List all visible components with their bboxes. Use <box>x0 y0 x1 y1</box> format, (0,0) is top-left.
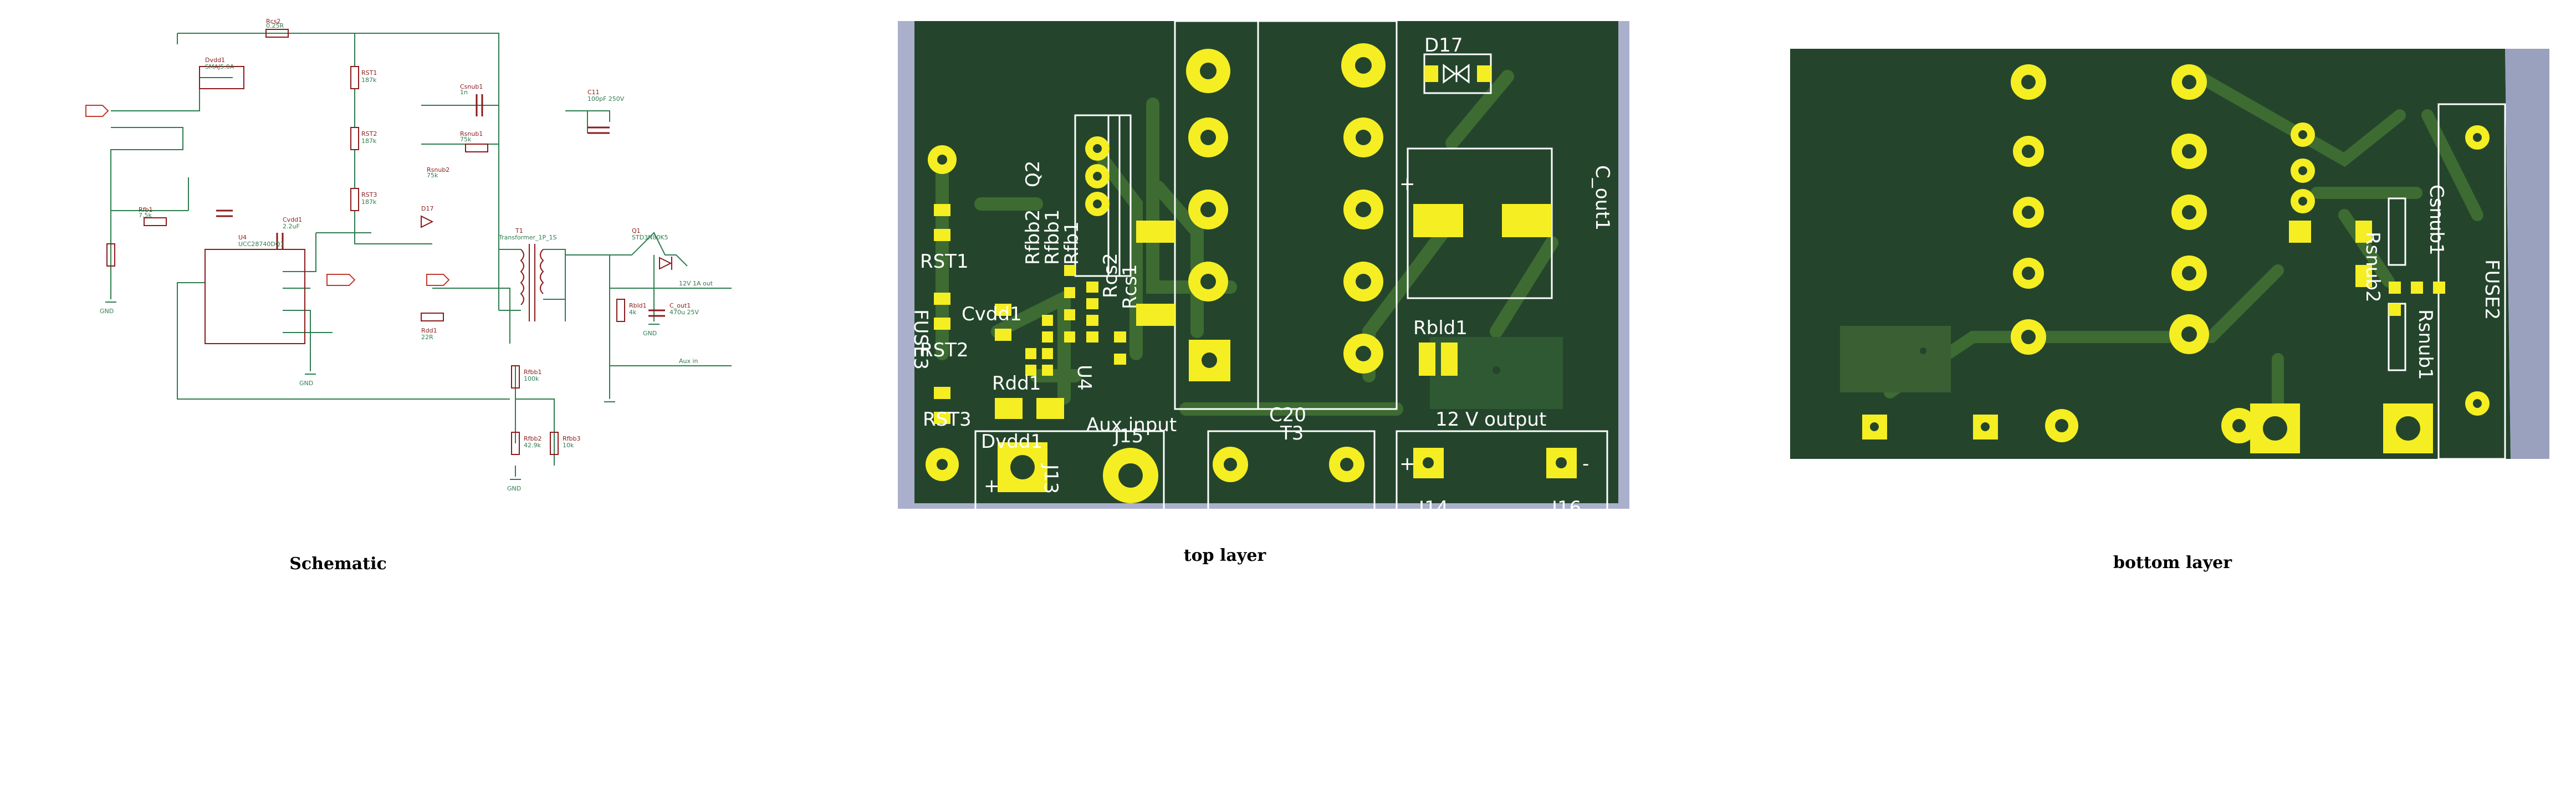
bottom-label-csnub1: Csnub1 <box>2425 185 2447 255</box>
schematic-panel: Rcs2 0.25R RST1 187k RST2 187k RST3 187k… <box>78 11 732 510</box>
bottom-layer-caption: bottom layer <box>2113 553 2232 573</box>
schematic-val-rdd1: 22R <box>421 334 433 341</box>
schematic-val-rsnub1: 75k <box>460 136 472 143</box>
schematic-net-gnd: GND <box>643 330 657 337</box>
top-label-u4: U4 <box>1073 365 1095 391</box>
schematic-ref-c-out1: C_out1 <box>669 302 691 309</box>
top-label-j14: J14 <box>1418 497 1448 509</box>
top-label-j16: J16 <box>1551 497 1581 509</box>
pcb-board <box>914 21 1618 503</box>
schematic-ref-q1: Q1 <box>632 227 641 234</box>
schematic-val-rfbb1: 100k <box>524 375 539 382</box>
top-label-plus: + <box>1399 453 1415 475</box>
schematic-ref-rsnub1: Rsnub1 <box>460 130 483 137</box>
schematic-val-rbld1: 4k <box>629 309 637 316</box>
schematic-ref-t1: T1 <box>515 227 523 234</box>
top-label-rfbb1: Rfbb1 <box>1041 209 1064 265</box>
top-label-rfb1: Rfb1 <box>1061 221 1083 265</box>
top-label-rdd1: Rdd1 <box>992 372 1041 395</box>
top-label-plus-aux: + <box>984 475 1000 497</box>
schematic-ref-rfbb1: Rfbb1 <box>524 369 541 376</box>
schematic-ref-rfbb3: Rfbb3 <box>563 435 580 442</box>
bottom-label-rsnub2: Rsnub2 <box>2362 232 2384 303</box>
top-label-j13: J13 <box>1040 463 1062 494</box>
top-label-12v-output: 12 V output <box>1435 408 1546 431</box>
top-label-rst2: RST2 <box>920 339 969 361</box>
schematic-ref-d17: D17 <box>421 205 433 212</box>
top-label-d17: D17 <box>1424 34 1463 57</box>
schematic-val-cvdd1: 2.2uF <box>283 223 300 230</box>
schematic-ref-csnub1: Csnub1 <box>460 83 483 90</box>
schematic-ref-rst2: RST2 <box>361 130 377 137</box>
top-layer-caption: top layer <box>1183 546 1266 565</box>
bottom-label-fuse2: FUSE2 <box>2481 259 2503 320</box>
top-layer-panel: D17 C_out1 RST1 RST2 RST3 FUSE3 Cvdd1 Rd… <box>898 20 1629 519</box>
bottom-layer-panel: Csnub1 Rsnub2 Rsnub1 FUSE2 <box>1790 49 2549 460</box>
schematic-ref-dvdd1: Dvdd1 <box>205 57 225 64</box>
top-label-c-out1: C_out1 <box>1591 165 1613 231</box>
schematic-net-gnd: GND <box>507 485 521 492</box>
top-label-rst1: RST1 <box>920 251 969 273</box>
top-label-plus-cap: + <box>1399 173 1415 195</box>
schematic-val-c11: 100pF 250V <box>587 95 625 103</box>
schematic-val-rfb1: 7.5k <box>139 212 152 219</box>
top-label-rfbb2: Rfbb2 <box>1022 209 1044 265</box>
schematic-ref-c11: C11 <box>587 89 600 96</box>
schematic-val-rst3: 187k <box>361 198 377 206</box>
schematic-ref-rst1: RST1 <box>361 69 377 76</box>
top-layer-board: D17 C_out1 RST1 RST2 RST3 FUSE3 Cvdd1 Rd… <box>898 20 1629 519</box>
schematic-val-rfbb2: 42.9k <box>524 442 541 449</box>
schematic-val-rst2: 187k <box>361 137 377 145</box>
schematic-net-gnd: GND <box>100 308 114 315</box>
schematic-val-rst1: 187k <box>361 76 377 84</box>
top-label-cvdd1: Cvdd1 <box>962 303 1022 325</box>
schematic-ref-cvdd1: Cvdd1 <box>283 216 302 223</box>
schematic-val-rfbb3: 10k <box>563 442 574 449</box>
schematic-val-rsnub2: 75k <box>427 172 438 179</box>
schematic-caption: Schematic <box>289 554 387 574</box>
top-label-c20: C20 <box>1269 404 1306 426</box>
schematic-val-t1: Transformer_1P_1S <box>498 234 557 241</box>
schematic-power-label: Aux in <box>679 357 698 365</box>
bottom-layer-board: Csnub1 Rsnub2 Rsnub1 FUSE2 <box>1790 49 2549 460</box>
top-label-q2: Q2 <box>1022 161 1044 187</box>
top-label-rst3: RST3 <box>923 408 972 431</box>
top-label-fuse3: FUSE3 <box>909 309 932 370</box>
schematic-ref-rdd1: Rdd1 <box>421 327 437 334</box>
schematic-val-c-out1: 470u 25V <box>669 309 699 316</box>
top-label-dvdd1: Dvdd1 <box>981 431 1042 453</box>
schematic-ref-u4: U4 <box>238 234 247 241</box>
top-label-rcs2: Rcs2 <box>1100 253 1122 298</box>
schematic-ref-rbld1: Rbld1 <box>629 302 647 309</box>
top-label-rbld1: Rbld1 <box>1413 317 1468 339</box>
top-label-j15: J15 <box>1113 425 1143 447</box>
top-label-t3: T3 <box>1280 422 1304 444</box>
schematic-ref-rst3: RST3 <box>361 191 377 198</box>
schematic-val-dvdd1: SMAJ5.0A <box>205 63 234 70</box>
schematic-diagram: Rcs2 0.25R RST1 187k RST2 187k RST3 187k… <box>85 18 732 492</box>
schematic-ref-rfbb2: Rfbb2 <box>524 435 541 442</box>
schematic-power-label: 12V 1A out <box>679 280 713 287</box>
schematic-val-csnub1: 1n <box>460 89 468 96</box>
top-label-aux-input: Aux input <box>1086 414 1177 436</box>
schematic-ref-rfb1: Rfb1 <box>139 206 153 213</box>
schematic-val-u4: UCC28740DQ1 <box>238 241 284 248</box>
top-label-minus: - <box>1582 453 1589 475</box>
top-label-rcs1: Rcs1 <box>1119 264 1141 309</box>
schematic-net-gnd: GND <box>299 380 313 387</box>
schematic-val-q1: STD3N80K5 <box>632 234 668 241</box>
schematic-ref-rsnub2: Rsnub2 <box>427 166 449 173</box>
schematic-ref-rcs2: Rcs2 <box>266 18 280 25</box>
bottom-label-rsnub1: Rsnub1 <box>2414 309 2436 380</box>
schematic-val-rcs2: 0.25R <box>266 22 284 29</box>
